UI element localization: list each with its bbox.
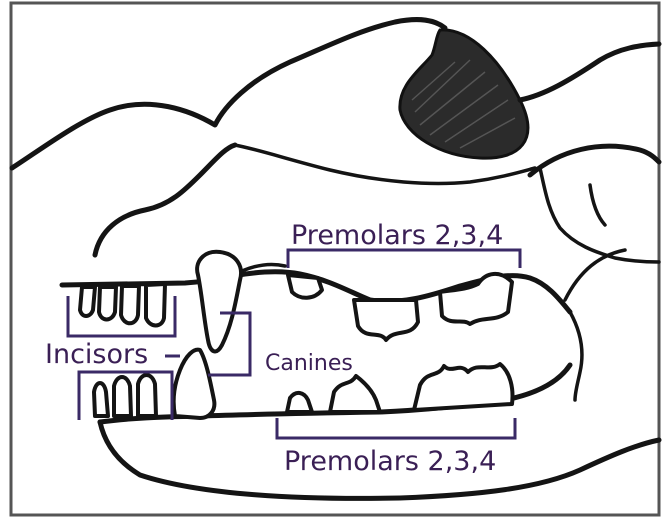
lower-incisor-2 <box>114 377 131 416</box>
upper-incisor-2 <box>99 287 116 320</box>
lower-incisor-1 <box>94 383 108 416</box>
upper-incisor-3 <box>121 286 139 323</box>
lower-incisor-3 <box>138 375 156 416</box>
incisors-label: Incisors <box>45 339 148 370</box>
upper-incisor-1 <box>80 287 95 316</box>
upper-premolar-2 <box>288 275 322 298</box>
upper-premolars-label: Premolars 2,3,4 <box>291 220 503 251</box>
upper-incisor-4 <box>146 284 165 326</box>
canines-label: Canines <box>265 351 353 376</box>
lower-premolars-label: Premolars 2,3,4 <box>284 446 496 477</box>
